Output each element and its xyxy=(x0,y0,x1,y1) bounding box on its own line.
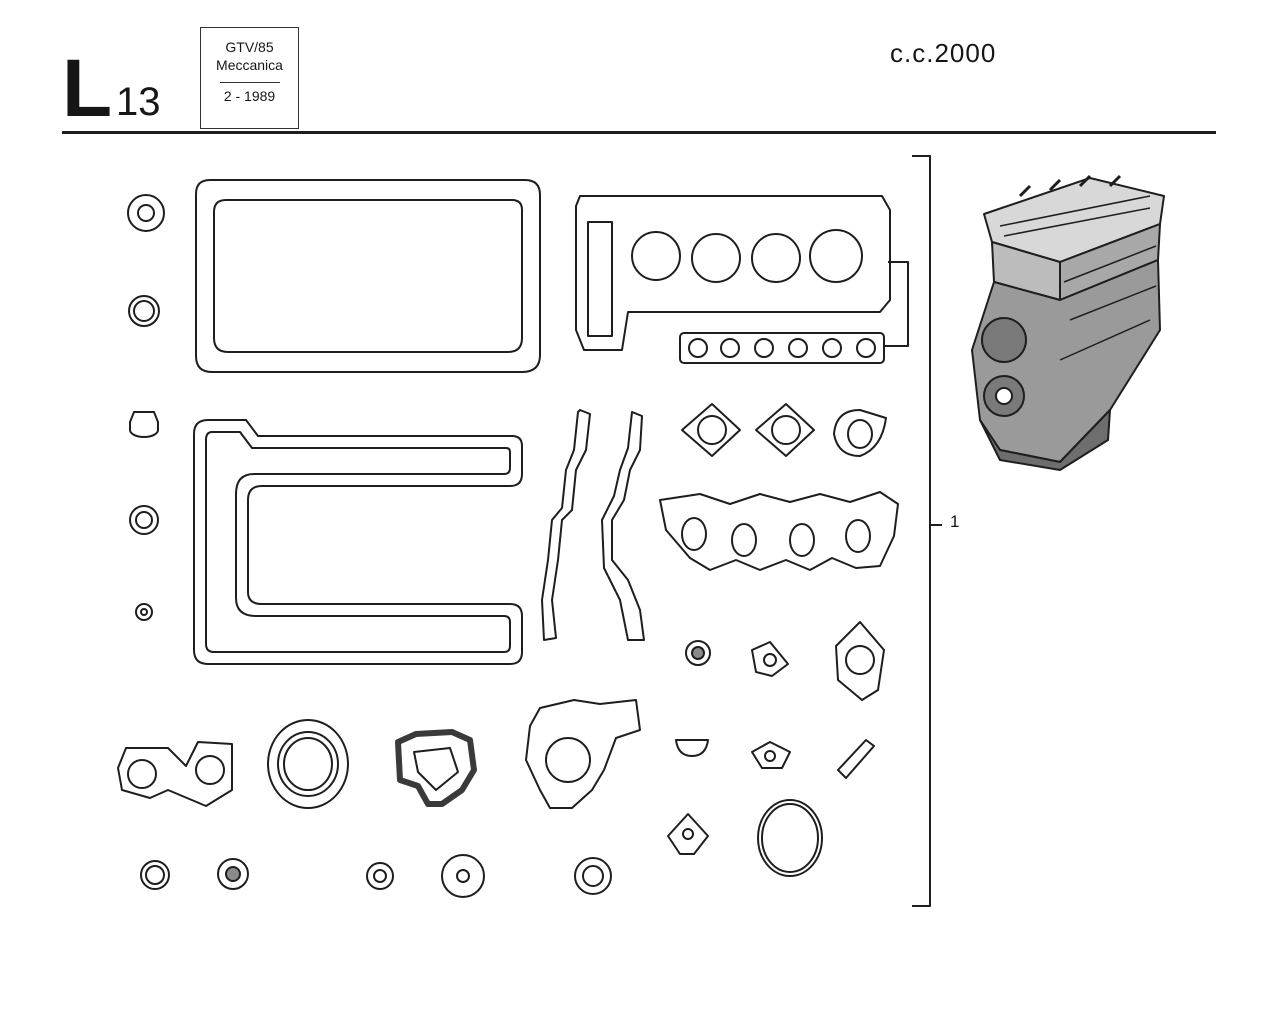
water-outlet-gasket xyxy=(117,741,233,807)
seal-ring xyxy=(140,860,170,890)
half-moon-seal xyxy=(675,739,709,757)
model-stamp: GTV/85 Meccanica 2 - 1989 xyxy=(200,27,299,129)
stamp-divider xyxy=(219,82,280,83)
section-number: 13 xyxy=(116,80,161,124)
intake-flange-gasket xyxy=(833,409,887,457)
crankshaft-seal xyxy=(267,719,349,809)
seal-ring xyxy=(366,862,394,890)
stamp-model: GTV/85 xyxy=(225,39,274,55)
seal-ring xyxy=(127,194,165,232)
head-gasket xyxy=(575,195,891,351)
fuel-pump-gasket xyxy=(667,813,709,855)
small-flange-gasket xyxy=(751,641,789,677)
seal-ring xyxy=(217,858,249,890)
group-bracket xyxy=(912,155,942,907)
header-rule xyxy=(62,131,1216,134)
seal-ring xyxy=(441,854,485,898)
stamp-date: 2 - 1989 xyxy=(223,88,276,104)
stamp-group: Meccanica xyxy=(216,57,283,73)
seal-ring xyxy=(128,295,160,327)
section-letter: L xyxy=(62,43,112,134)
intake-flange-gasket xyxy=(681,403,741,457)
displacement-label: c.c.2000 xyxy=(890,38,997,68)
seal-ring xyxy=(574,857,612,895)
exhaust-port-gasket xyxy=(679,332,885,364)
small-flange-gasket xyxy=(751,741,791,769)
seal-plug xyxy=(129,411,159,438)
head-gasket-leader xyxy=(884,261,909,347)
water-pump-gasket xyxy=(525,699,641,809)
item-callout-number: 1 xyxy=(950,512,960,531)
exhaust-manifold-gasket xyxy=(659,491,899,571)
diamond-flange-gasket xyxy=(835,621,885,701)
o-ring xyxy=(757,799,823,877)
thermostat-gasket xyxy=(395,729,477,807)
intake-flange-gasket xyxy=(755,403,815,457)
engine-illustration xyxy=(971,174,1165,471)
seal-ring xyxy=(135,603,153,621)
cam-cover-gasket xyxy=(193,419,523,665)
seal-ring xyxy=(129,505,159,535)
pin-seal xyxy=(837,739,875,779)
small-seal xyxy=(685,640,711,666)
sump-gasket xyxy=(195,179,541,373)
timing-cover-gasket-right xyxy=(601,411,645,641)
timing-cover-gasket-left xyxy=(541,409,591,641)
